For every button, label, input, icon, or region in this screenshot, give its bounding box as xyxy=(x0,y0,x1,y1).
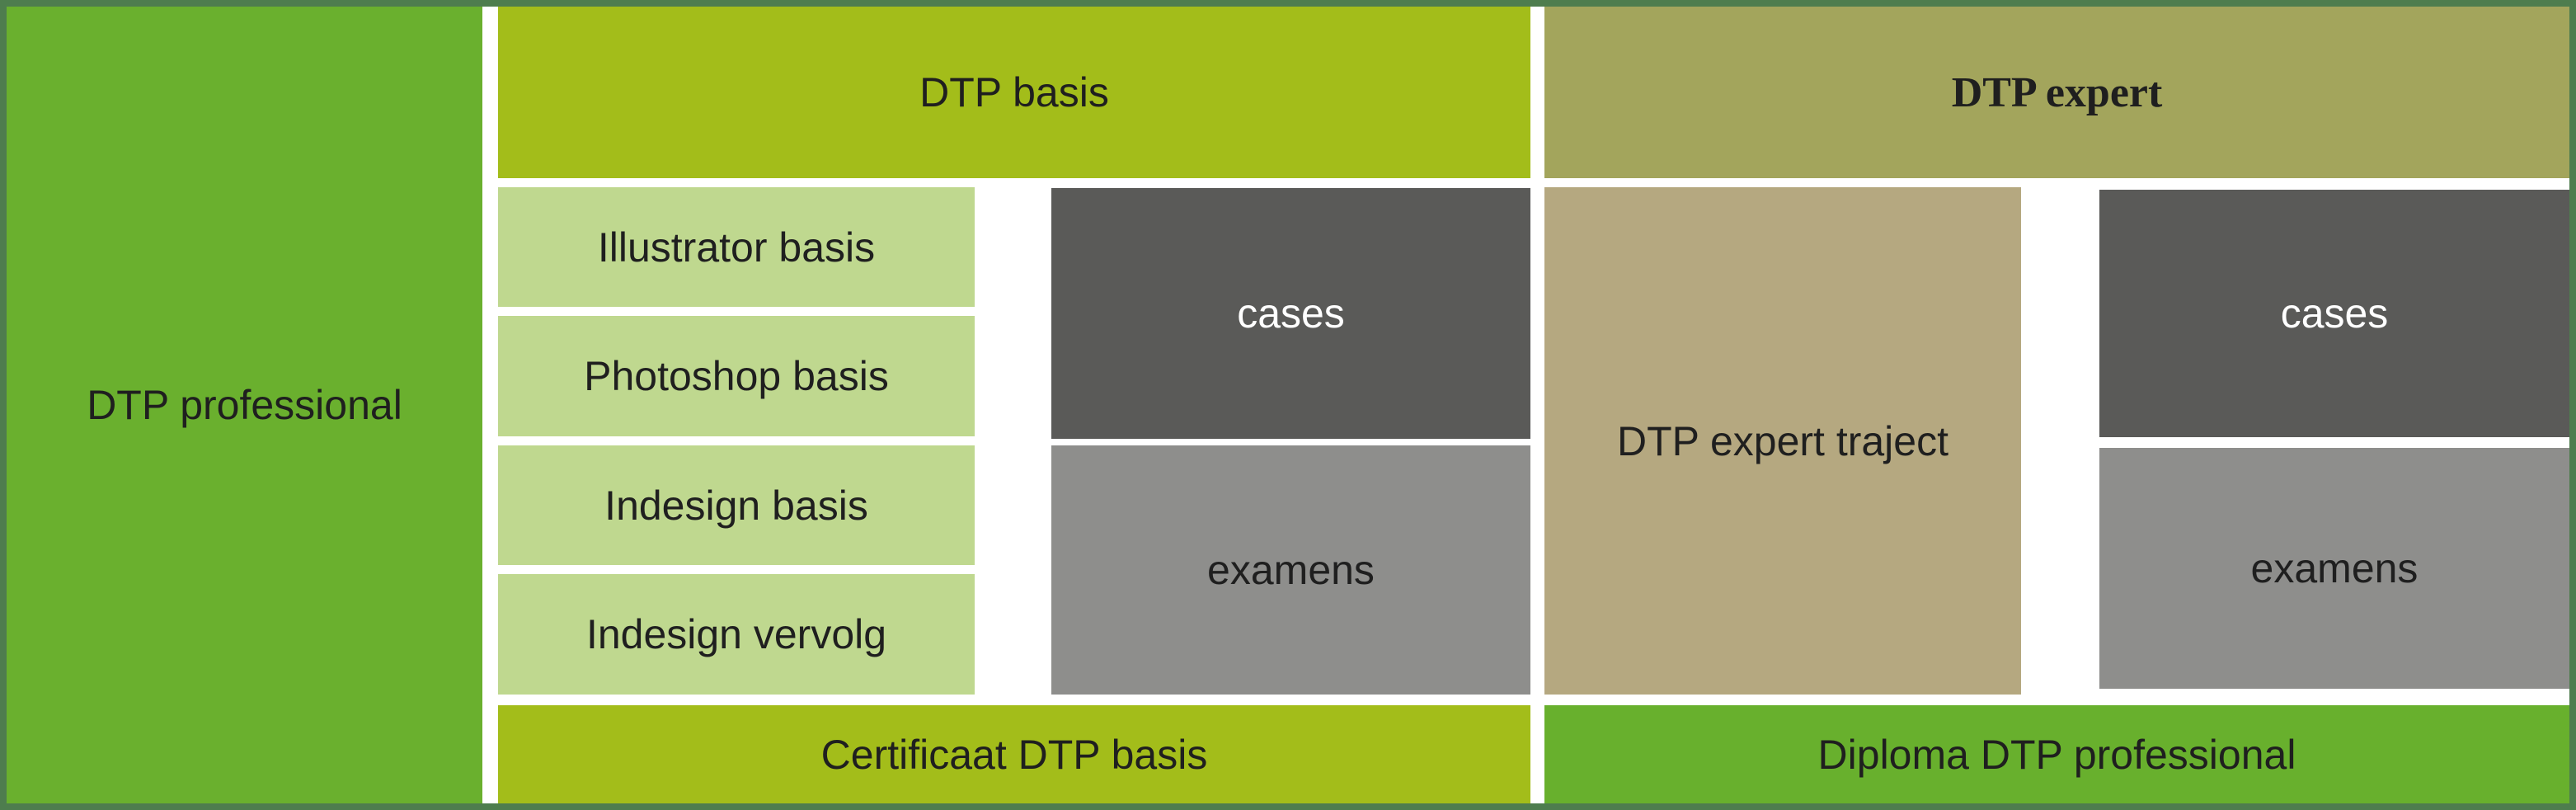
course-label: Photoshop basis xyxy=(584,353,889,399)
course-indesign-vervolg: Indesign vervolg xyxy=(498,574,975,695)
diploma-dtp-professional: Diploma DTP professional xyxy=(1544,705,2569,803)
basis-examens-block: examens xyxy=(1051,445,1530,695)
expert-cases-label: cases xyxy=(2280,290,2389,337)
dtp-basis-header: DTP basis xyxy=(498,7,1530,178)
course-indesign-basis: Indesign basis xyxy=(498,445,975,565)
basis-cases-label: cases xyxy=(1237,290,1345,337)
dtp-professional-label: DTP professional xyxy=(87,382,402,428)
dtp-expert-traject-label: DTP expert traject xyxy=(1616,417,1948,464)
basis-cases-block: cases xyxy=(1051,188,1530,439)
dtp-basis-header-label: DTP basis xyxy=(919,69,1109,115)
course-label: Illustrator basis xyxy=(597,224,876,271)
expert-examens-label: examens xyxy=(2250,545,2419,591)
course-photoshop-basis: Photoshop basis xyxy=(498,316,975,436)
basis-examens-label: examens xyxy=(1207,547,1375,593)
expert-cases-block: cases xyxy=(2099,190,2569,437)
course-label: Indesign vervolg xyxy=(585,611,887,657)
course-label: Indesign basis xyxy=(604,482,868,529)
certificaat-dtp-basis: Certificaat DTP basis xyxy=(498,705,1530,803)
dtp-expert-header-label: DTP expert xyxy=(1951,68,2163,116)
dtp-expert-header: DTP expert xyxy=(1544,7,2569,178)
course-illustrator-basis: Illustrator basis xyxy=(498,187,975,307)
dtp-expert-traject-block: DTP expert traject xyxy=(1544,187,2021,695)
certificaat-label: Certificaat DTP basis xyxy=(820,731,1208,778)
expert-examens-block: examens xyxy=(2099,448,2569,689)
dtp-professional-block: DTP professional xyxy=(7,7,482,803)
diploma-label: Diploma DTP professional xyxy=(1817,731,2296,778)
